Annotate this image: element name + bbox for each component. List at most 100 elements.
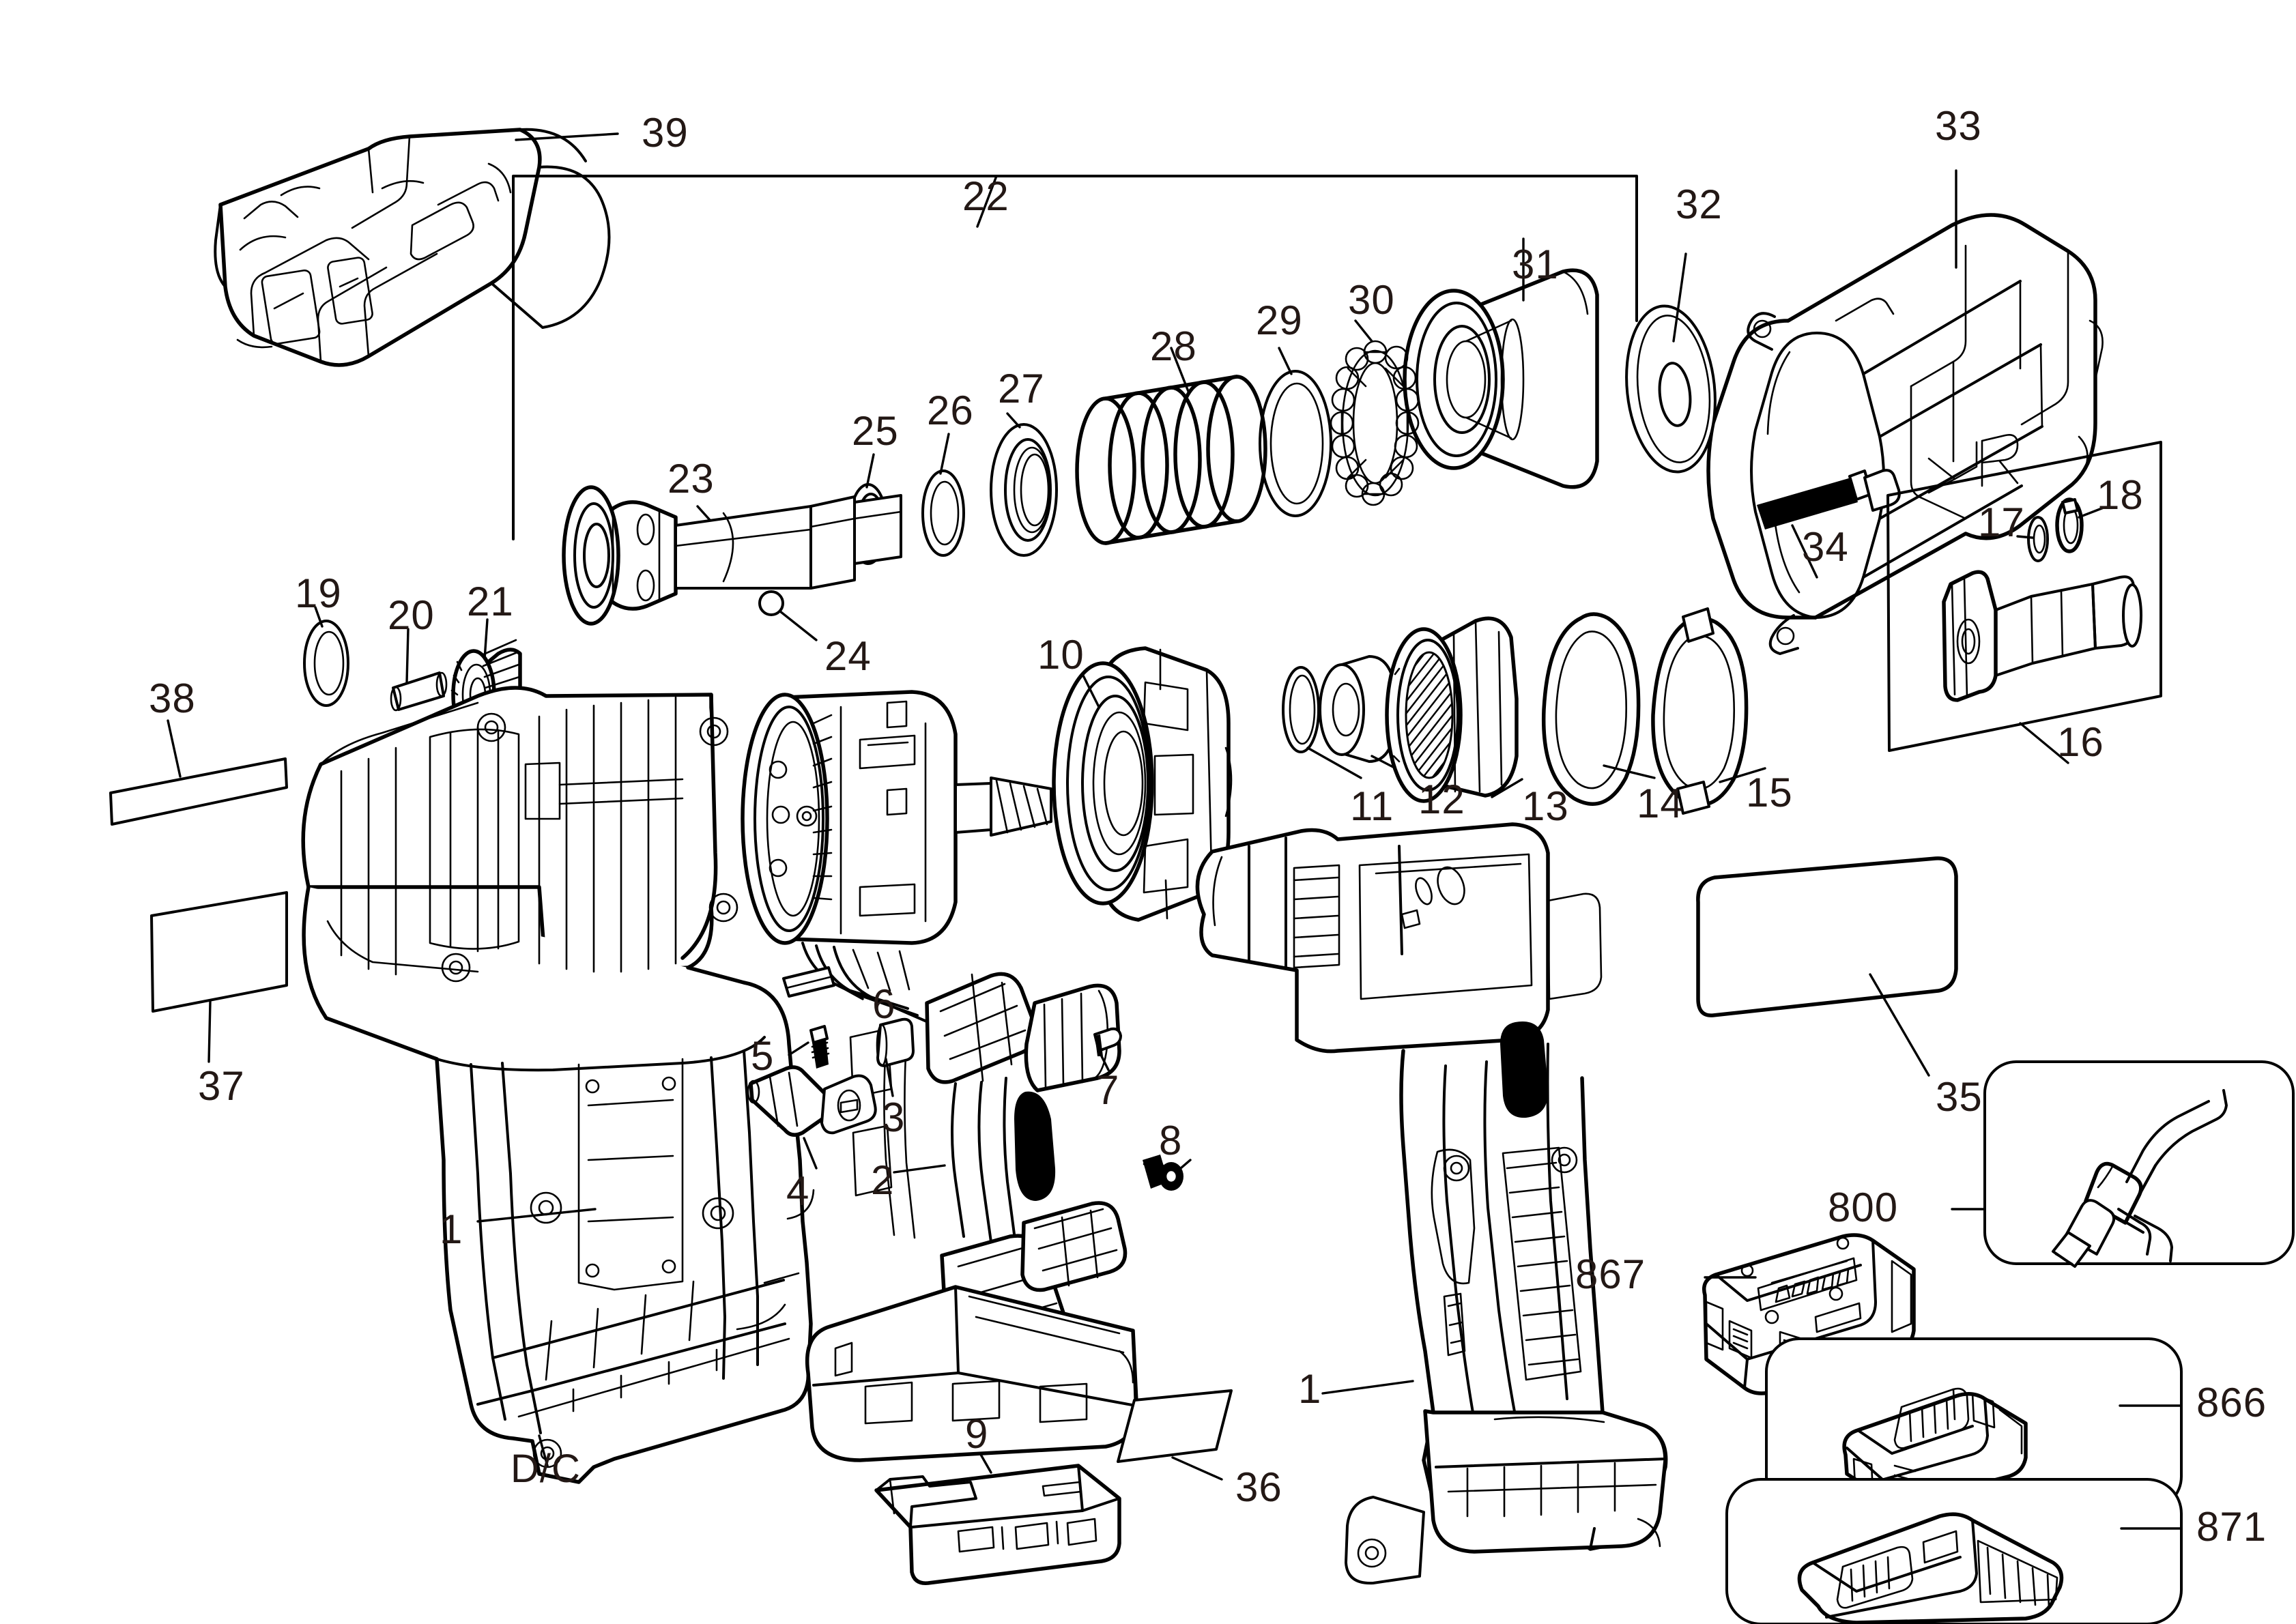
leader-18 bbox=[2078, 506, 2105, 519]
callout-18: 18 bbox=[2097, 472, 2144, 518]
part-39-boot bbox=[214, 128, 611, 367]
part-2-motor-electronics bbox=[741, 690, 1139, 1462]
dewalt-wordmark-emboss bbox=[1775, 1268, 1850, 1303]
callout-3: 3 bbox=[882, 1094, 906, 1140]
leader-9 bbox=[979, 1452, 992, 1474]
callout-23: 23 bbox=[668, 456, 715, 502]
callout-16: 16 bbox=[2057, 719, 2104, 765]
callout-33: 33 bbox=[1935, 103, 1982, 149]
part-28-spring bbox=[1075, 375, 1267, 545]
part-13-ring-gear bbox=[1385, 616, 1519, 803]
leader-2 bbox=[893, 1164, 946, 1174]
callout-1-housing: 1 bbox=[440, 1206, 463, 1252]
callout-26: 26 bbox=[927, 388, 974, 433]
callout-20: 20 bbox=[388, 592, 435, 638]
part-20-dowel-pin bbox=[390, 671, 448, 712]
part-33-hammer-case bbox=[1706, 213, 2104, 655]
leader-30 bbox=[1354, 319, 1373, 343]
leader-16 bbox=[2019, 722, 2069, 764]
part-6-contact-strip bbox=[782, 966, 835, 998]
bracket-22 bbox=[512, 175, 1638, 540]
leader-23 bbox=[696, 505, 711, 521]
leader-10 bbox=[1081, 673, 1100, 708]
callout-2: 2 bbox=[871, 1157, 895, 1203]
part-26-washer bbox=[921, 469, 965, 557]
part-10-gearcase bbox=[1052, 646, 1233, 922]
leader-1b bbox=[1321, 1380, 1414, 1395]
part-4-switch bbox=[747, 1065, 877, 1137]
callout-10: 10 bbox=[1037, 632, 1085, 678]
part-37-label bbox=[150, 891, 288, 1013]
leader-7 bbox=[1100, 1055, 1110, 1071]
leader-11 bbox=[1306, 746, 1362, 779]
callout-22: 22 bbox=[962, 173, 1009, 219]
callout-11: 11 bbox=[1350, 783, 1394, 829]
callout-7: 7 bbox=[1096, 1067, 1120, 1113]
leader-39 bbox=[515, 132, 619, 141]
callout-37: 37 bbox=[198, 1063, 245, 1109]
leader-14 bbox=[1603, 764, 1656, 779]
leader-34 bbox=[1791, 524, 1818, 579]
part-23-spindle bbox=[562, 485, 902, 626]
callout-28: 28 bbox=[1150, 323, 1197, 369]
leader-24 bbox=[779, 610, 818, 641]
callout-1-complete-tool: 1 bbox=[1298, 1366, 1322, 1412]
leader-3 bbox=[885, 1058, 894, 1097]
xr-logo-mark bbox=[1927, 434, 2019, 494]
part-12-washer bbox=[1319, 655, 1395, 763]
part-11-oring bbox=[1282, 666, 1320, 753]
callout-34: 34 bbox=[1802, 524, 1849, 570]
leader-21 bbox=[483, 618, 489, 661]
leader-4 bbox=[803, 1137, 818, 1170]
leader-17 bbox=[2016, 535, 2034, 539]
leader-dc bbox=[538, 1434, 549, 1467]
inset-800-grease-tool bbox=[1983, 1060, 2295, 1268]
callout-15: 15 bbox=[1746, 770, 1793, 815]
leader-36 bbox=[1171, 1456, 1223, 1481]
part-38-label bbox=[109, 757, 288, 826]
leader-5 bbox=[788, 1041, 809, 1056]
leader-28 bbox=[1170, 347, 1190, 394]
callout-date-code: D/C bbox=[511, 1447, 581, 1491]
leader-6 bbox=[834, 983, 864, 1000]
callout-12: 12 bbox=[1418, 777, 1465, 822]
callout-19: 19 bbox=[295, 570, 342, 616]
part-15-snap-ring bbox=[1651, 607, 1749, 815]
callout-14: 14 bbox=[1637, 781, 1684, 826]
callout-13: 13 bbox=[1522, 783, 1569, 829]
part-9-belt-hook bbox=[874, 1464, 1121, 1585]
callout-866: 866 bbox=[2196, 1380, 2267, 1425]
leader-27 bbox=[1006, 412, 1021, 429]
callout-24: 24 bbox=[824, 633, 872, 679]
callout-31: 31 bbox=[1512, 242, 1559, 287]
callout-27: 27 bbox=[998, 366, 1045, 411]
leader-19 bbox=[314, 606, 324, 628]
callout-29: 29 bbox=[1256, 298, 1303, 343]
inset-16-anvil-kit bbox=[1886, 441, 2162, 752]
leader-26 bbox=[939, 433, 950, 475]
part-19-washer bbox=[303, 620, 349, 707]
leader-37 bbox=[207, 1000, 212, 1063]
callout-32: 32 bbox=[1676, 182, 1723, 227]
leader-15 bbox=[1719, 767, 1766, 783]
part-34-long-screw bbox=[1757, 469, 1901, 530]
callout-30: 30 bbox=[1348, 277, 1395, 323]
callout-35: 35 bbox=[1936, 1074, 1983, 1120]
part-24-steel-ball bbox=[758, 590, 784, 616]
callout-21: 21 bbox=[467, 579, 514, 624]
leader-20 bbox=[405, 628, 410, 684]
callout-17: 17 bbox=[1978, 499, 2025, 545]
part-32-washer bbox=[1625, 304, 1717, 474]
part-1-housing-clamshell bbox=[301, 686, 815, 1484]
callout-6: 6 bbox=[872, 981, 896, 1027]
callout-39: 39 bbox=[642, 110, 689, 156]
part-1-complete-tool bbox=[1195, 822, 1668, 1585]
part-36-label bbox=[1117, 1389, 1233, 1463]
leader-25 bbox=[865, 453, 875, 489]
callout-8: 8 bbox=[1159, 1118, 1183, 1163]
callout-9: 9 bbox=[965, 1411, 989, 1457]
part-35-manual bbox=[1696, 856, 1958, 1017]
leader-29 bbox=[1278, 347, 1293, 375]
